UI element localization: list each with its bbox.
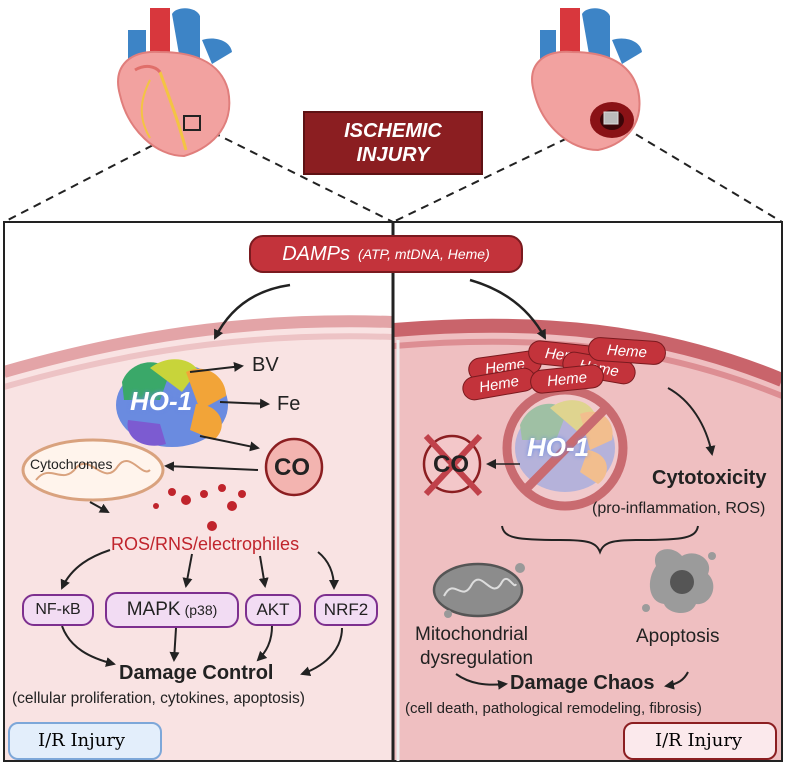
pathway-mapk: MAPK (p38) (105, 592, 239, 628)
damage-control-detail: (cellular proliferation, cytokines, apop… (12, 690, 305, 707)
arrow-damps-left (213, 283, 291, 340)
damps-pill: DAMPs (ATP, mtDNA, Heme) (249, 235, 523, 273)
arrow-to-nrf2 (317, 551, 339, 590)
ho1-inhibited-icon (502, 385, 628, 511)
title-box: ISCHEMIC INJURY (303, 111, 483, 175)
mitochondrial-label-line1: Mitochondrial (415, 624, 528, 645)
cytochromes-label: Cytochromes (30, 456, 113, 472)
mitochondrial-label-line2: dysregulation (420, 648, 534, 669)
arrow-damps-right (469, 278, 547, 340)
arrow-nfkb-to-control (61, 625, 116, 667)
ischemic-heart-icon (531, 8, 642, 152)
ho1-protein-icon (116, 359, 228, 447)
damage-chaos-title: Damage Chaos (510, 672, 655, 694)
zoom-line (199, 125, 394, 223)
arrow-mito-to-chaos (455, 673, 508, 690)
ros-label: ROS/RNS/electrophiles (111, 534, 300, 554)
left-badge-label: I/R Injury (38, 730, 126, 751)
healthy-heart-icon (117, 8, 232, 158)
co-blocked-label: CO (433, 451, 469, 478)
co-bubble (264, 437, 324, 497)
zoom-line (611, 119, 783, 223)
arrow-nrf2-to-control (300, 627, 343, 677)
bv-label: BV (252, 354, 279, 376)
left-ir-badge: I/R Injury (8, 722, 162, 760)
damage-chaos-detail: (cell death, pathological remodeling, fi… (405, 700, 702, 717)
fe-label: Fe (277, 393, 301, 415)
cytotoxicity-title: Cytotoxicity (652, 467, 767, 489)
apoptosis-label: Apoptosis (636, 626, 720, 647)
left-membrane-outer (4, 315, 393, 378)
damps-label: DAMPs (282, 242, 351, 265)
cytotoxicity-detail: (pro-inflammation, ROS) (592, 500, 766, 517)
arrow-to-bv (189, 361, 244, 373)
arrow-co-to-mito (164, 461, 259, 472)
right-badge-label: I/R Injury (655, 730, 743, 751)
left-cell-region (4, 321, 392, 761)
arrow-akt-to-control (256, 625, 273, 662)
pathway-nfkb-label: NF-κB (35, 601, 81, 618)
ho1-inhibited-label: HO-1 (527, 432, 590, 462)
damaged-mitochondria-icon (432, 562, 525, 618)
arrow-mito-ros (89, 501, 110, 513)
right-ir-badge: I/R Injury (623, 722, 777, 760)
title-line-1: ISCHEMIC (344, 120, 442, 142)
mitochondria-icon (21, 438, 165, 502)
arrow-to-fe (219, 398, 270, 409)
pathway-akt-label: AKT (256, 600, 290, 619)
title-line-2: INJURY (356, 144, 430, 166)
co-label: CO (274, 454, 310, 481)
left-membrane-inner (4, 333, 393, 390)
arrow-mapk-to-control (169, 627, 180, 662)
arrow-to-akt (258, 555, 269, 588)
arrow-apoptosis-to-chaos (664, 671, 689, 690)
right-membrane-outer (393, 318, 782, 387)
apoptotic-cell-icon (642, 549, 716, 614)
pathway-nrf2-label: NRF2 (323, 600, 369, 619)
pathway-nrf2: NRF2 (314, 594, 378, 626)
ho1-label: HO-1 (130, 386, 193, 416)
arrow-to-nfkb (60, 549, 111, 590)
arrow-heme-to-cytotoxicity (667, 387, 716, 456)
pathway-akt: AKT (245, 594, 301, 626)
co-blocked-icon (422, 433, 483, 497)
ros-particles (153, 484, 246, 531)
arrow-to-co (199, 435, 260, 452)
brace (501, 525, 699, 555)
pathway-mapk-sub: (p38) (184, 602, 218, 618)
pathway-mapk-label: MAPK (126, 599, 181, 620)
arrow-to-mapk (182, 553, 193, 588)
right-cell-region (394, 325, 782, 761)
pathway-nfkb: NF-κB (22, 594, 94, 626)
damage-control-title: Damage Control (119, 662, 274, 684)
damps-sub-label: (ATP, mtDNA, Heme) (358, 246, 490, 262)
zoom-line (392, 119, 606, 223)
